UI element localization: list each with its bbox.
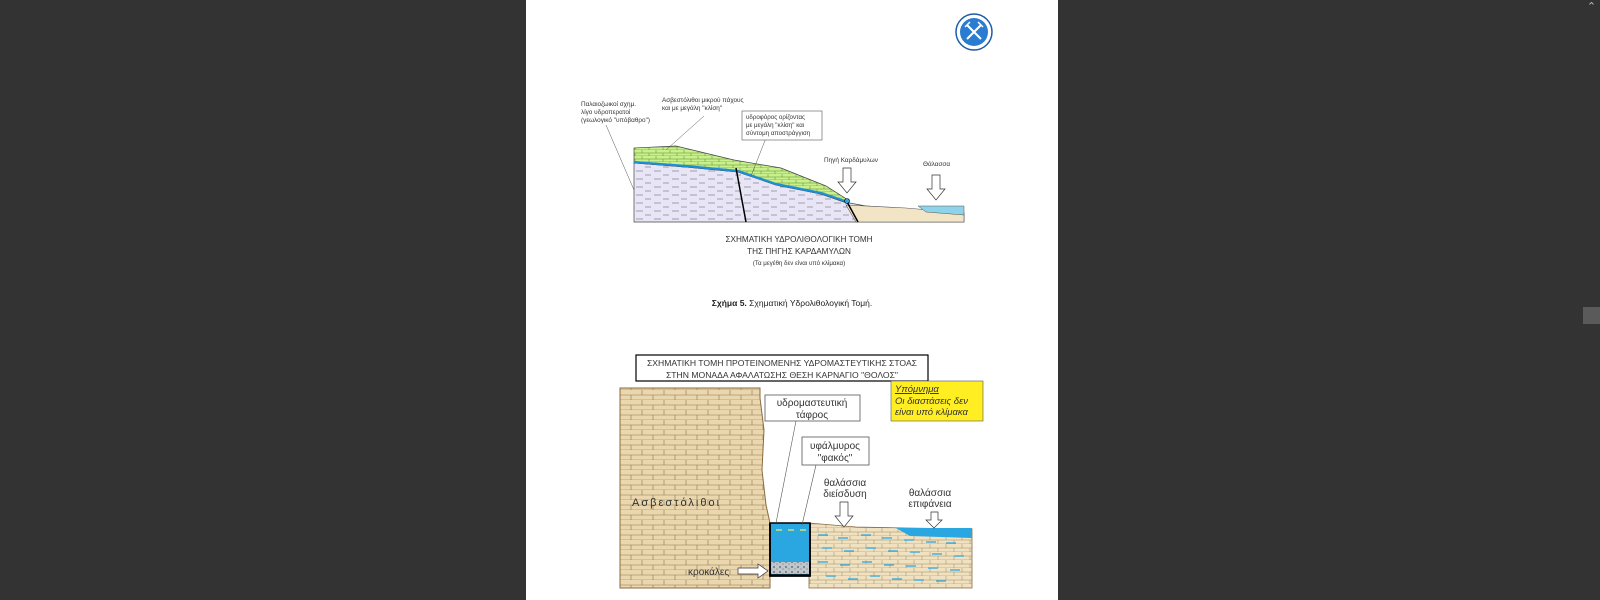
aquifer-label-3: σύντομη αποστράγγιση <box>746 130 811 137</box>
intrusion-label-2: διείσδυση <box>823 488 866 500</box>
chevron-up-icon[interactable]: ⌃ <box>1585 0 1598 13</box>
sea-arrow-icon <box>927 175 945 200</box>
legend-title: Υπόμνημα <box>895 384 939 395</box>
trench-label-2: τάφρος <box>796 409 828 421</box>
sea-surface-label-1: θαλάσσια <box>909 487 952 499</box>
water-collection-gallery-figure: ΣΧΗΜΑΤΙΚΗ ΤΟΜΗ ΠΡΟΤΕΙΝΟΜΕΝΗΣ ΥΔΡΟΜΑΣΤΕΥΤ… <box>620 355 983 588</box>
sea-surface-label-2: επιφάνεια <box>908 498 952 510</box>
aquifer-label-1: υδροφόρος ορίζοντας <box>746 114 805 121</box>
figure-caption: Σχήμα 5. Σχηματική Υδρολιθολογική Τομή. <box>526 298 1058 308</box>
limestones-label: Ασβεστόλιθοι <box>632 497 721 509</box>
figure2-title-line1: ΣΧΗΜΑΤΙΚΗ ΤΟΜΗ ΠΡΟΤΕΙΝΟΜΕΝΗΣ ΥΔΡΟΜΑΣΤΕΥΤ… <box>647 358 917 368</box>
figure1-title-line1: ΣΧΗΜΑΤΙΚΗ ΥΔΡΟΛΙΘΟΛΟΓΙΚΗ ΤΟΜΗ <box>725 235 872 244</box>
caption-text: Σχηματική Υδρολιθολογική Τομή. <box>749 298 872 308</box>
spring-label: Πηγή Καρδάμυλων <box>824 156 878 164</box>
intrusion-arrow-icon <box>835 502 853 527</box>
paleozoic-label-2: λίγο υδροπερατοί <box>581 108 631 116</box>
caption-number: Σχήμα 5. <box>712 298 747 308</box>
spring-arrow-icon <box>838 168 856 193</box>
trench-label-1: υδρομαστευτική <box>777 397 848 409</box>
legend-line-1: Οι διαστάσεις δεν <box>895 396 968 407</box>
limestone-cliff <box>620 388 770 588</box>
limestone-label-2: και με μεγάλη "κλίση" <box>662 104 722 112</box>
figure1-title-line2: ΤΗΣ ΠΗΓΗΣ ΚΑΡΔΑΜΥΛΩΝ <box>747 247 851 256</box>
paleozoic-label-1: Παλαιοζωικοί σχημ. <box>581 100 636 108</box>
gravel-bed <box>771 562 809 574</box>
sea-label: Θάλασσα <box>923 160 950 168</box>
limestone-label-1: Ασβεστόλιθοι μικρού πάχους <box>662 96 744 104</box>
sea-surface-arrow-icon <box>926 512 942 528</box>
hydrolithological-section-figure: Παλαιοζωικοί σχημ. λίγο υδροπερατοί (γεω… <box>581 96 964 267</box>
document-page: Παλαιοζωικοί σχημ. λίγο υδροπερατοί (γεω… <box>526 0 1058 600</box>
vertical-scrollbar[interactable]: ⌃ <box>1583 0 1600 600</box>
gravel-label: κροκάλες <box>688 566 729 578</box>
intrusion-label-1: θαλάσσια <box>824 477 867 489</box>
scrollbar-thumb[interactable] <box>1583 307 1600 324</box>
figure2-title-line2: ΣΤΗΝ ΜΟΝΑΔΑ ΑΦΑΛΑΤΩΣΗΣ ΘΕΣΗ ΚΑΡΝΑΓΙΟ "ΘΟ… <box>666 370 898 380</box>
figure1-scale-note: (Τα μεγέθη δεν είναι υπό κλίμακα) <box>753 260 845 267</box>
mining-emblem-icon <box>956 14 992 50</box>
legend-line-2: είναι υπό κλίμακα <box>895 407 969 418</box>
aquifer-label-2: με μεγάλη "κλίση" και <box>746 122 805 129</box>
brackish-label-2: "φακός" <box>818 452 853 464</box>
paleozoic-label-3: (γεωλογικό "υπόβαθρο") <box>581 116 650 124</box>
brackish-label-1: υφάλμυρος <box>810 440 860 452</box>
